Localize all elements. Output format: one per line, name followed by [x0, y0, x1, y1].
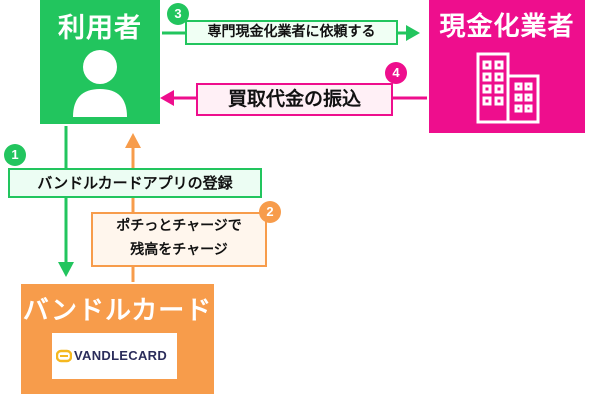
step-4-badge: 4	[385, 62, 407, 84]
card-logo-text: VANDLECARD	[74, 348, 168, 363]
step-2-badge: 2	[259, 201, 281, 223]
step-2-label: ポチっとチャージで 残高をチャージ	[91, 212, 267, 267]
step-4-label: 買取代金の振込	[196, 83, 393, 116]
person-icon	[73, 50, 127, 117]
business-title: 現金化業者	[439, 12, 575, 42]
vandle-card-logo: VANDLECARD	[52, 333, 177, 379]
card-logo-icon	[56, 349, 72, 363]
user-node: 利用者	[40, 0, 160, 124]
arrow-step-1	[58, 126, 74, 277]
step-2-label-line2: 残高をチャージ	[130, 242, 228, 258]
step-1-badge: 1	[4, 144, 26, 166]
building-icon	[476, 52, 540, 124]
step-1-label: バンドルカードアプリの登録	[8, 168, 262, 198]
business-node: 現金化業者	[429, 0, 585, 133]
card-node: バンドルカード VANDLECARD	[21, 284, 214, 394]
step-3-badge: 3	[167, 3, 189, 25]
user-title: 利用者	[58, 13, 142, 44]
step-3-label: 専門現金化業者に依頼する	[185, 20, 398, 45]
step-2-label-line1: ポチっとチャージで	[116, 218, 242, 234]
card-title: バンドルカード	[22, 296, 213, 326]
